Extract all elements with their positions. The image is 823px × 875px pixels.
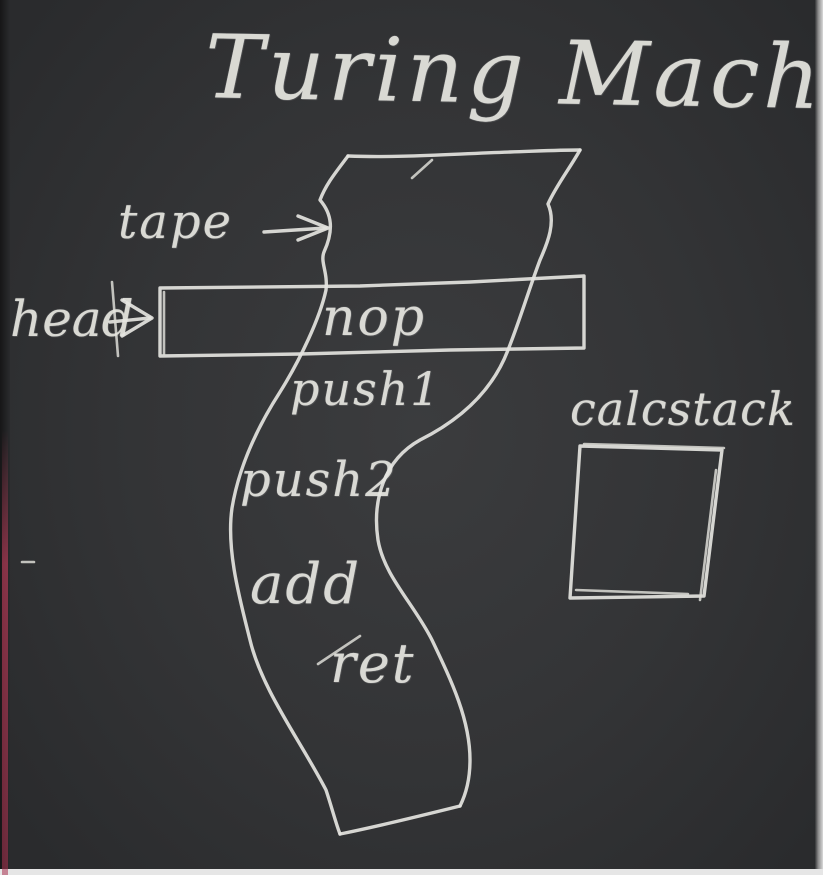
tape-cell-add: add: [250, 552, 362, 617]
magenta-wire: [2, 430, 8, 875]
diagram-title: Turing Machine: [204, 15, 823, 132]
tape-label: tape: [118, 194, 234, 250]
tape-cell-nop: nop: [322, 288, 427, 348]
tape-top-edge: [346, 148, 582, 159]
calc-stack-box: [568, 444, 724, 600]
head-arrow-stem: [110, 280, 120, 358]
calc-stack-label: calcstack: [570, 382, 796, 436]
board-right-edge: [815, 0, 823, 875]
head-arrow-line: [108, 316, 152, 324]
calc-stack-box-sketch: [574, 442, 726, 602]
tape-arrow-line: [262, 226, 328, 234]
board-bottom-edge: [0, 869, 823, 875]
head-label: head: [10, 290, 134, 348]
ret-flourish: [316, 634, 362, 666]
head-arrow-head: [120, 298, 154, 338]
tape-top-tick: [410, 158, 434, 180]
tape-arrow-head: [296, 214, 330, 242]
tape-bottom-edge: [338, 804, 462, 836]
tape-cell-push2: push2: [240, 452, 398, 508]
tape-cell-ret: ret: [330, 632, 416, 695]
tape-right-edge: [374, 148, 582, 808]
head-box: [158, 274, 586, 358]
tape-left-edge: [228, 154, 350, 836]
tape-cell-push1: push1: [290, 362, 442, 416]
